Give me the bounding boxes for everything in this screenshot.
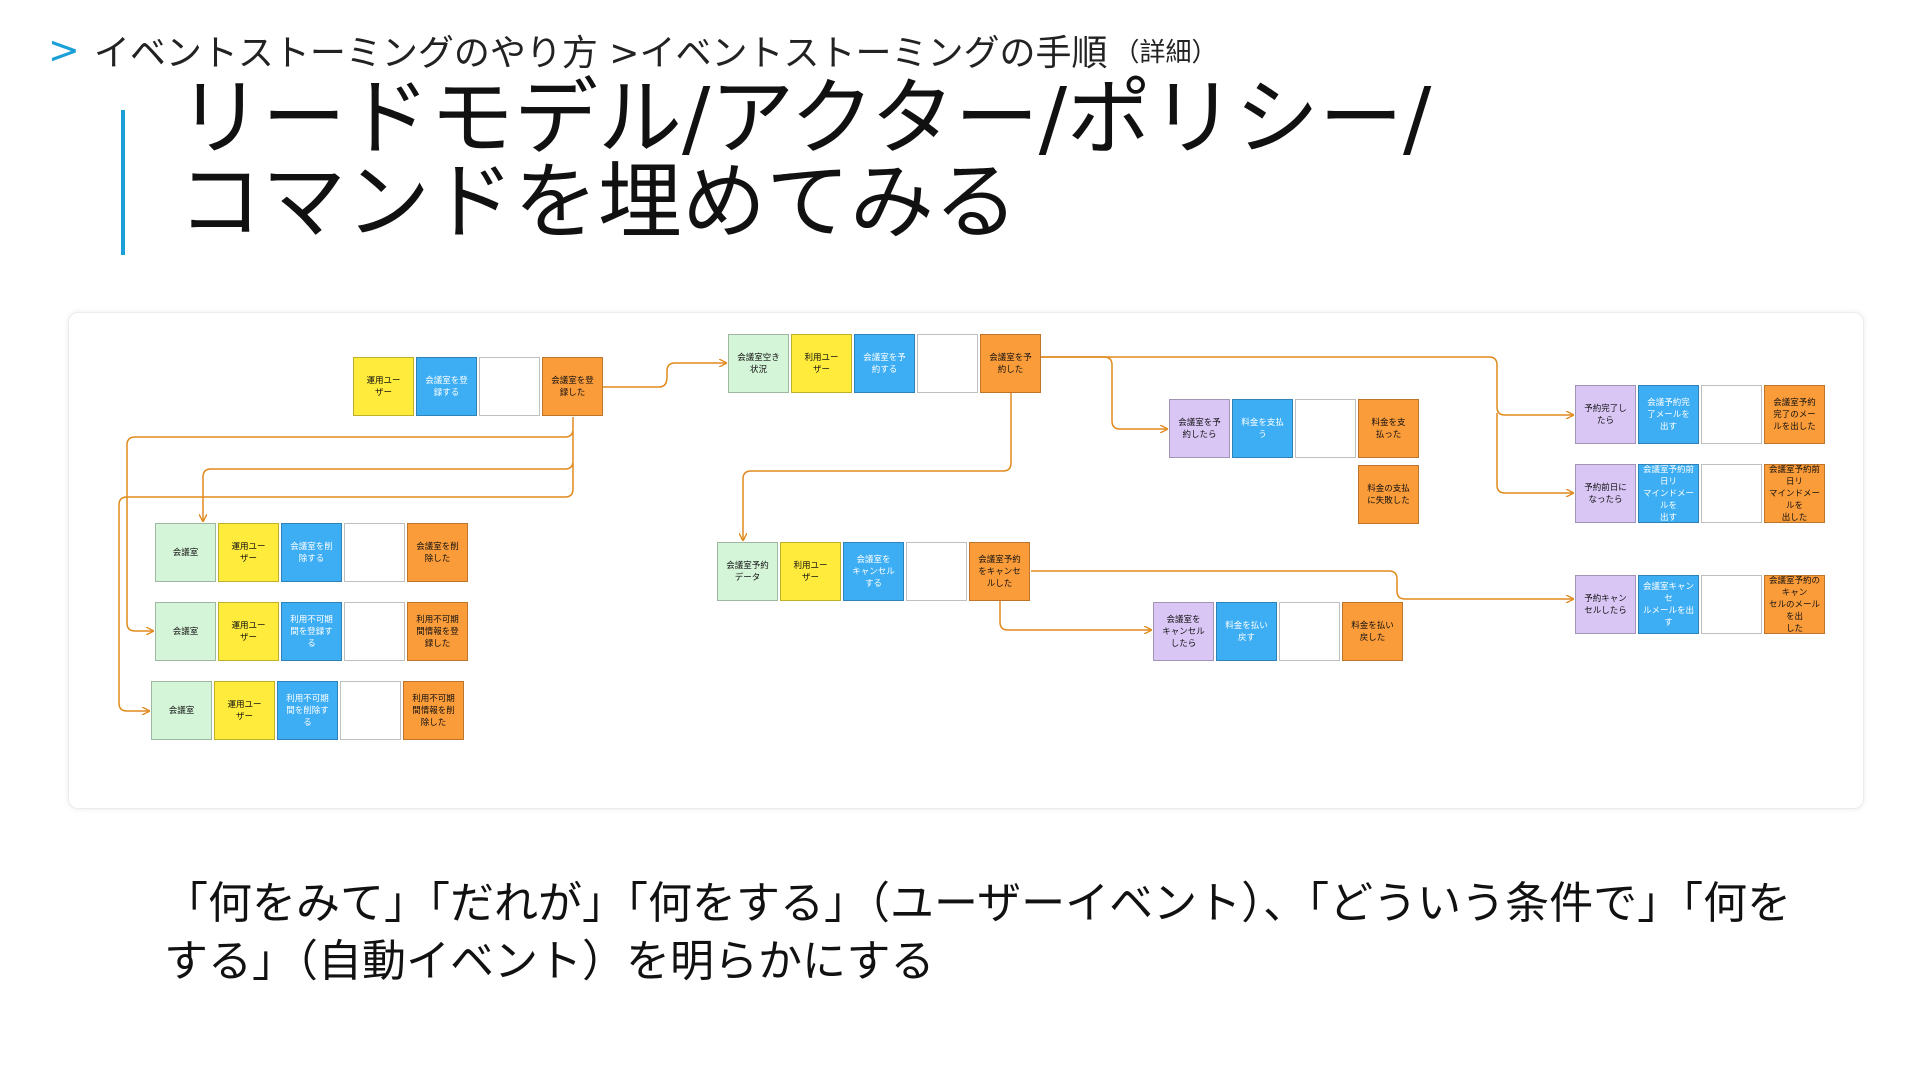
sticky-note-actor-i2[interactable]: 利用ユー ザー: [780, 542, 841, 601]
sticky-note-command-b3[interactable]: 会議室を予 約する: [854, 334, 915, 393]
sticky-note-event-k4[interactable]: 会議室予約のキャン セルのメールを出 した: [1764, 575, 1825, 634]
sticky-note-event-j4[interactable]: 料金を払い 戻した: [1342, 602, 1403, 661]
sticky-note-aggregate-a3[interactable]: [479, 357, 540, 416]
sticky-note-readmodel-f1[interactable]: 会議室: [155, 523, 216, 582]
sticky-note-external-k3[interactable]: [1701, 575, 1762, 634]
breadcrumb-suffix: （詳細）: [1113, 37, 1218, 68]
connector-a4-to-f: [126, 417, 574, 631]
sticky-note-aggregate-f4[interactable]: [344, 523, 405, 582]
caption-text: 「何をみて」「だれが」「何をする」（ユーザーイベント）、「どういう条件で」「何を…: [164, 878, 1792, 987]
sticky-note-event-c4[interactable]: 料金を支 払った: [1358, 399, 1419, 458]
sticky-note-readmodel-g1[interactable]: 会議室: [155, 602, 216, 661]
sticky-note-event-d4[interactable]: 会議室予約 完了のメー ルを出した: [1764, 385, 1825, 444]
sticky-note-external-c3[interactable]: [1295, 399, 1356, 458]
sticky-note-event-h5[interactable]: 利用不可期 間情報を削 除した: [403, 681, 464, 740]
connector-i5-to-k1: [1031, 570, 1573, 599]
sticky-note-command-d2[interactable]: 会議予約完 了メールを 出す: [1638, 385, 1699, 444]
sticky-note-command-g3[interactable]: 利用不可期 間を登録す る: [281, 602, 342, 661]
sticky-note-command-f3[interactable]: 会議室を削 除する: [281, 523, 342, 582]
sticky-note-actor-f2[interactable]: 運用ユー ザー: [218, 523, 279, 582]
sticky-note-actor-b2[interactable]: 利用ユー ザー: [791, 334, 852, 393]
sticky-note-actor-a1[interactable]: 運用ユー ザー: [353, 357, 414, 416]
connector-b5-to-d1: [1041, 356, 1573, 415]
sticky-note-external-e3[interactable]: [1701, 464, 1762, 523]
sticky-note-actor-h2[interactable]: 運用ユー ザー: [214, 681, 275, 740]
sticky-note-command-i3[interactable]: 会議室を キャンセル する: [843, 542, 904, 601]
sticky-note-command-c2[interactable]: 料金を支払 う: [1232, 399, 1293, 458]
sticky-note-readmodel-h1[interactable]: 会議室: [151, 681, 212, 740]
sticky-note-aggregate-g4[interactable]: [344, 602, 405, 661]
sticky-note-event-c5[interactable]: 料金の支払 に失敗した: [1358, 465, 1419, 524]
sticky-note-aggregate-b4[interactable]: [917, 334, 978, 393]
sticky-note-policy-j1[interactable]: 会議室を キャンセル したら: [1153, 602, 1214, 661]
sticky-note-event-i5[interactable]: 会議室予約 をキャンセ ルした: [969, 542, 1030, 601]
connector-a4-to-h: [118, 463, 574, 711]
sticky-note-policy-k1[interactable]: 予約キャン セルしたら: [1575, 575, 1636, 634]
sticky-note-event-g5[interactable]: 利用不可期 間情報を登 録した: [407, 602, 468, 661]
sticky-note-command-a2[interactable]: 会議室を登 録する: [416, 357, 477, 416]
sticky-note-event-f5[interactable]: 会議室を削 除した: [407, 523, 468, 582]
connector-a4-to-g: [203, 431, 574, 521]
sticky-note-command-j2[interactable]: 料金を払い 戻す: [1216, 602, 1277, 661]
breadcrumb-text: イベントストーミングのやり方 >イベントストーミングの手順: [93, 33, 1108, 74]
connector-a4-to-b1: [603, 363, 726, 388]
sticky-note-policy-e1[interactable]: 予約前日に なったら: [1575, 464, 1636, 523]
sticky-note-event-b5[interactable]: 会議室を予 約した: [980, 334, 1041, 393]
connector-b5-to-i1: [743, 393, 1012, 540]
sticky-note-external-d3[interactable]: [1701, 385, 1762, 444]
sticky-note-command-h3[interactable]: 利用不可期 間を削除す る: [277, 681, 338, 740]
connector-b5-to-c1: [1041, 356, 1167, 429]
sticky-note-actor-g2[interactable]: 運用ユー ザー: [218, 602, 279, 661]
sticky-note-policy-d1[interactable]: 予約完了し たら: [1575, 385, 1636, 444]
sticky-note-readmodel-i1[interactable]: 会議室予約 データ: [717, 542, 778, 601]
sticky-note-aggregate-i4[interactable]: [906, 542, 967, 601]
sticky-note-aggregate-h4[interactable]: [340, 681, 401, 740]
sticky-note-readmodel-b1[interactable]: 会議室空き 状況: [728, 334, 789, 393]
sticky-note-command-k2[interactable]: 会議室キャンセ ルメールを出す: [1638, 575, 1699, 634]
sticky-note-event-e4[interactable]: 会議室予約前日リ マインドメールを 出した: [1764, 464, 1825, 523]
connector-layer: [118, 356, 1863, 808]
sticky-note-external-j3[interactable]: [1279, 602, 1340, 661]
connector-b5-to-e1: [1496, 413, 1573, 493]
page-title-line-2: コマンドを埋めてみる: [178, 153, 1019, 251]
page-title-line-1: リードモデル/アクター/ポリシー/: [178, 69, 1432, 167]
page-title: リードモデル/アクター/ポリシー/ コマンドを埋めてみる: [178, 76, 1431, 244]
sticky-note-event-a4[interactable]: 会議室を登 録した: [542, 357, 603, 416]
sticky-note-policy-c1[interactable]: 会議室を予 約したら: [1169, 399, 1230, 458]
chevron-right-icon: >: [48, 28, 80, 72]
event-storming-board: 運用ユー ザー会議室を登 録する会議室を登 録した会議室空き 状況利用ユー ザー…: [68, 312, 1864, 809]
breadcrumb: > イベントストーミングのやり方 >イベントストーミングの手順 （詳細）: [48, 28, 1218, 74]
connector-i5-to-j1: [999, 601, 1151, 630]
title-accent-bar: [121, 110, 125, 255]
sticky-note-command-e2[interactable]: 会議室予約前日リ マインドメールを 出す: [1638, 464, 1699, 523]
